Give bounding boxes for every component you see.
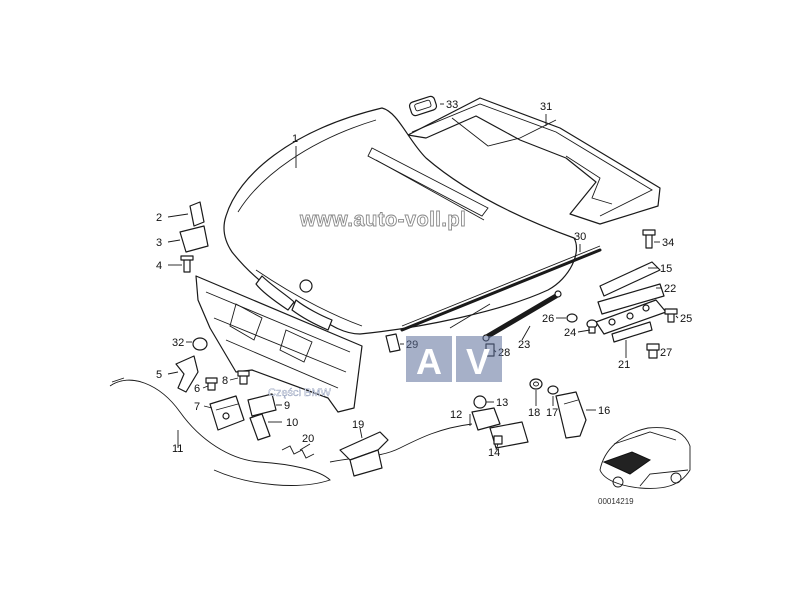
callout-15: 15 <box>660 263 672 275</box>
logo-letter-v: V <box>466 341 490 382</box>
bracket-16 <box>555 391 587 439</box>
logo-letter-a: A <box>416 341 442 382</box>
bolt-6 <box>205 377 218 391</box>
hinge-assembly <box>595 261 667 343</box>
leader-lines <box>167 103 679 451</box>
release-lever <box>175 355 199 393</box>
bolt-25 <box>664 308 678 323</box>
bracket-10 <box>249 413 271 441</box>
release-handle <box>339 431 389 477</box>
callout-14: 14 <box>488 447 500 459</box>
callout-18: 18 <box>528 407 540 419</box>
callout-31: 31 <box>540 101 552 113</box>
callout-32: 32 <box>172 337 184 349</box>
callout-7: 7 <box>194 401 200 413</box>
callout-16: 16 <box>598 405 610 417</box>
seal-clip <box>408 95 438 117</box>
callout-27: 27 <box>660 347 672 359</box>
callout-12: 12 <box>450 409 462 421</box>
callout-10: 10 <box>286 417 298 429</box>
engine-hood <box>223 107 578 335</box>
watermark-url: www.auto-voll.pl <box>299 209 466 231</box>
callout-26: 26 <box>542 313 554 325</box>
callout-19: 19 <box>352 419 364 431</box>
screw-24 <box>586 319 598 334</box>
callout-1: 1 <box>292 133 298 145</box>
callout-24: 24 <box>564 327 576 339</box>
hood-support-rod <box>400 245 602 332</box>
callout-3: 3 <box>156 237 162 249</box>
bowden-cable <box>109 377 331 486</box>
logo-box-a <box>406 336 452 382</box>
callout-5: 5 <box>156 369 162 381</box>
callout-8: 8 <box>222 375 228 387</box>
callout-2: 2 <box>156 212 162 224</box>
car-thumbnail <box>599 427 691 489</box>
callout-33: 33 <box>446 99 458 111</box>
bracket-9 <box>247 393 277 417</box>
hood-lock <box>209 395 245 431</box>
callout-13: 13 <box>496 397 508 409</box>
callout-20: 20 <box>302 433 314 445</box>
callout-9: 9 <box>284 400 290 412</box>
grommet-18 <box>529 378 543 390</box>
lock-carrier <box>195 275 363 413</box>
reference-code: 00014219 <box>598 497 634 506</box>
callout-21: 21 <box>618 359 630 371</box>
bolt-8 <box>237 370 250 385</box>
hood-seal-frame <box>407 97 661 225</box>
av-logo: A V Części BMW <box>268 336 502 399</box>
callout-34: 34 <box>662 237 674 249</box>
logo-box-v <box>456 336 502 382</box>
callout-11: 11 <box>172 443 183 455</box>
bolt-27 <box>646 343 660 359</box>
hood-stop <box>179 201 209 273</box>
safety-catch <box>471 395 529 449</box>
callout-6: 6 <box>194 383 200 395</box>
callout-25: 25 <box>680 313 692 325</box>
bolt-34 <box>642 229 656 249</box>
clip-17 <box>547 385 559 395</box>
buffer-29 <box>385 333 401 353</box>
callout-22: 22 <box>664 283 676 295</box>
washer-26 <box>566 313 578 323</box>
callout-17: 17 <box>546 407 558 419</box>
callout-23: 23 <box>518 339 530 351</box>
callout-30: 30 <box>574 231 586 243</box>
spring-20 <box>281 445 315 459</box>
callout-4: 4 <box>156 260 162 272</box>
logo-text: Części BMW <box>268 387 332 399</box>
clip-32 <box>192 337 208 351</box>
